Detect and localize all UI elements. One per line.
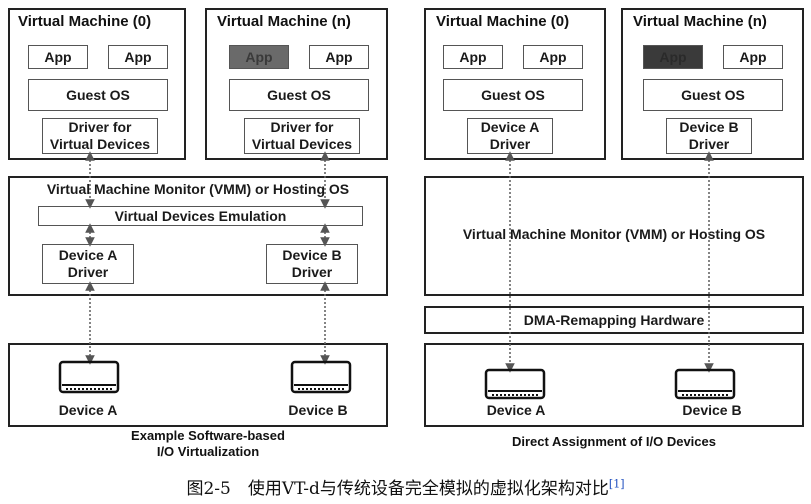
right-device-a-label: Device A [486, 402, 546, 418]
left-device-b-icon [290, 360, 352, 394]
connectors-layer [58, 151, 736, 400]
left-driver-a-line1: Device A [58, 247, 118, 263]
left-device-a-label: Device A [58, 402, 118, 418]
left-vmn-driver: Driver for Virtual Devices [244, 118, 360, 154]
right-devices-box [424, 343, 804, 427]
left-vm0-app1: App [28, 45, 88, 69]
right-vmn-driver-line1: Device B [679, 119, 739, 135]
right-vmm-box [424, 176, 804, 296]
left-vm0-app2: App [108, 45, 168, 69]
right-device-a-icon [484, 368, 546, 400]
left-vmn-title: Virtual Machine (n) [217, 13, 351, 30]
right-vmm-title: Virtual Machine Monitor (VMM) or Hosting… [462, 226, 766, 242]
left-caption: Example Software-based I/O Virtualizatio… [68, 428, 348, 460]
left-device-a-icon [58, 360, 120, 394]
right-device-b-label: Device B [682, 402, 742, 418]
right-device-b-icon [674, 368, 736, 400]
right-dma-box: DMA-Remapping Hardware [424, 306, 804, 334]
left-driver-b-line1: Device B [282, 247, 342, 263]
right-vmn-app1: App [643, 45, 703, 69]
right-vm0-driver: Device A Driver [467, 118, 553, 154]
left-vm0-driver: Driver for Virtual Devices [42, 118, 158, 154]
right-vm0-driver-line1: Device A [480, 119, 540, 135]
left-vmn-driver-line1: Driver for [270, 119, 334, 135]
left-vm0-driver-line2: Virtual Devices [49, 136, 151, 152]
left-vmm-title: Virtual Machine Monitor (VMM) or Hosting… [46, 181, 350, 197]
left-driver-b-line2: Driver [291, 264, 333, 280]
left-driver-b: Device B Driver [266, 244, 358, 284]
left-vm0-guest-os: Guest OS [28, 79, 168, 111]
right-vm0-driver-line2: Driver [489, 136, 531, 152]
left-device-b-label: Device B [288, 402, 348, 418]
right-caption: Direct Assignment of I/O Devices [512, 434, 716, 449]
left-vm0-title: Virtual Machine (0) [18, 13, 152, 30]
figure-caption: 图2-5 使用VT-d与传统设备完全模拟的虚拟化架构对比[1] [0, 474, 811, 499]
right-vmn-driver-line2: Driver [688, 136, 730, 152]
left-vmn-driver-line2: Virtual Devices [251, 136, 353, 152]
figure-caption-ref: [1] [608, 477, 625, 491]
left-caption-line2: I/O Virtualization [156, 444, 260, 459]
right-vmn-app2: App [723, 45, 783, 69]
left-vmn-app1: App [229, 45, 289, 69]
right-vm0-title: Virtual Machine (0) [436, 13, 570, 30]
left-driver-a-line2: Driver [67, 264, 109, 280]
left-caption-line1: Example Software-based [131, 428, 285, 443]
left-emulation: Virtual Devices Emulation [38, 206, 363, 226]
right-vmn-guest-os: Guest OS [643, 79, 783, 111]
right-vm0-app2: App [523, 45, 583, 69]
left-vm0-driver-line1: Driver for [68, 119, 132, 135]
right-vm0-guest-os: Guest OS [443, 79, 583, 111]
figure-caption-text: 图2-5 使用VT-d与传统设备完全模拟的虚拟化架构对比 [186, 479, 609, 499]
right-vmn-title: Virtual Machine (n) [633, 13, 767, 30]
left-vmn-app2: App [309, 45, 369, 69]
right-vmn-driver: Device B Driver [666, 118, 752, 154]
left-vmn-guest-os: Guest OS [229, 79, 369, 111]
right-vm0-app1: App [443, 45, 503, 69]
